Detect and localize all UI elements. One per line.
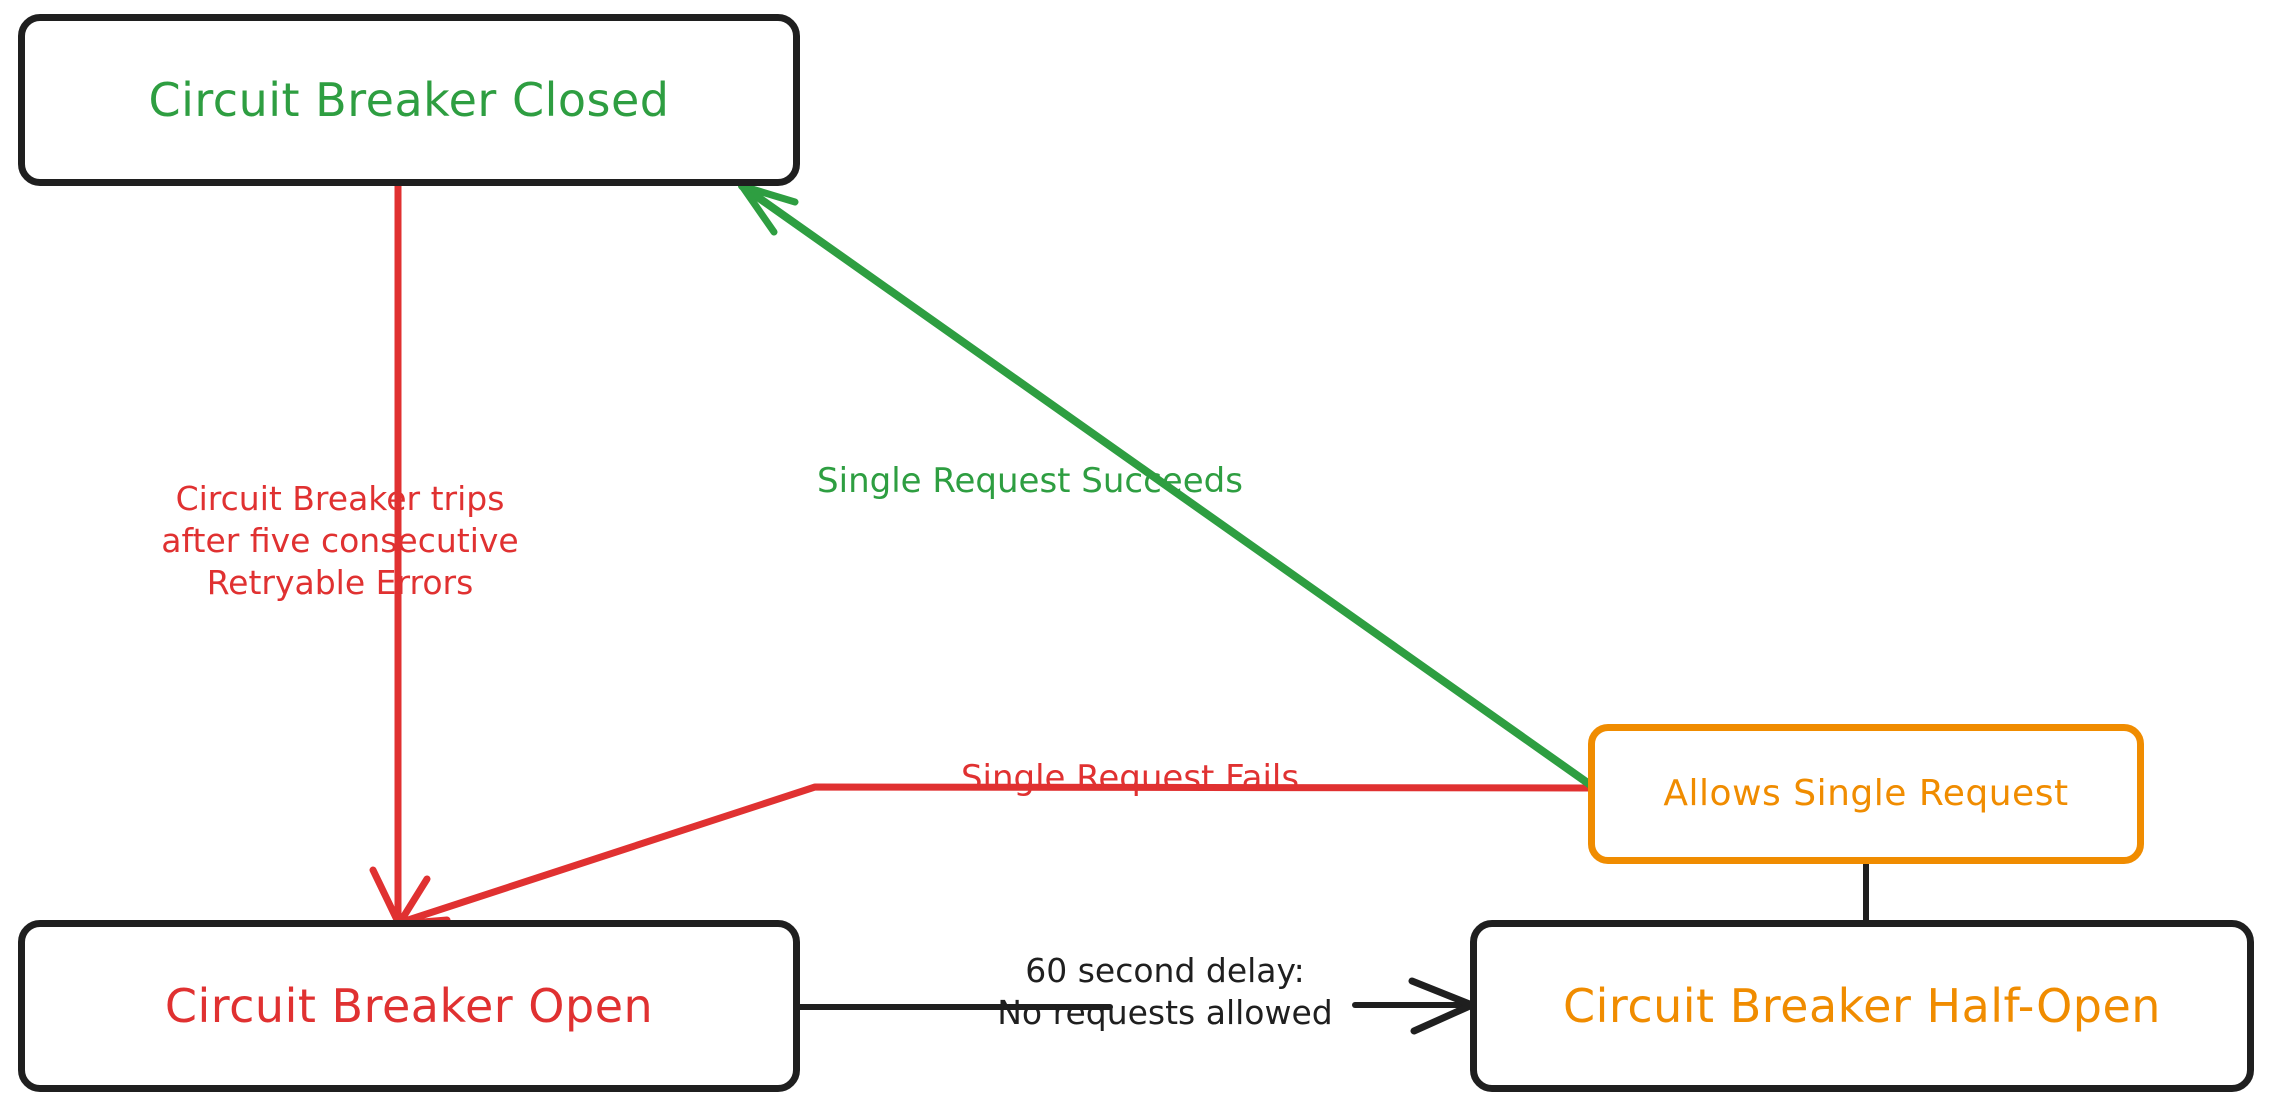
state-node-label: Circuit Breaker Open (164, 978, 654, 1033)
state-node-allows-single-request[interactable]: Allows Single Request (1588, 724, 2144, 864)
edge-label-allows-to-open: Single Request Fails (960, 758, 1300, 798)
state-node-label: Circuit Breaker Closed (148, 72, 670, 127)
edge-label-allows-to-closed: Single Request Succeeds (817, 461, 1243, 501)
state-node-circuit-breaker-closed[interactable]: Circuit Breaker Closed (18, 14, 800, 186)
edge-label-open-to-half-open: 60 second delay: No requests allowed (997, 951, 1333, 1033)
state-node-circuit-breaker-half-open[interactable]: Circuit Breaker Half-Open (1470, 920, 2254, 1092)
edge-label-closed-to-open: Circuit Breaker trips after five consecu… (161, 479, 519, 603)
state-node-label: Circuit Breaker Half-Open (1563, 978, 2161, 1033)
state-node-circuit-breaker-open[interactable]: Circuit Breaker Open (18, 920, 800, 1092)
state-node-label: Allows Single Request (1663, 773, 2069, 815)
edge-allows-to-open (395, 783, 1592, 927)
